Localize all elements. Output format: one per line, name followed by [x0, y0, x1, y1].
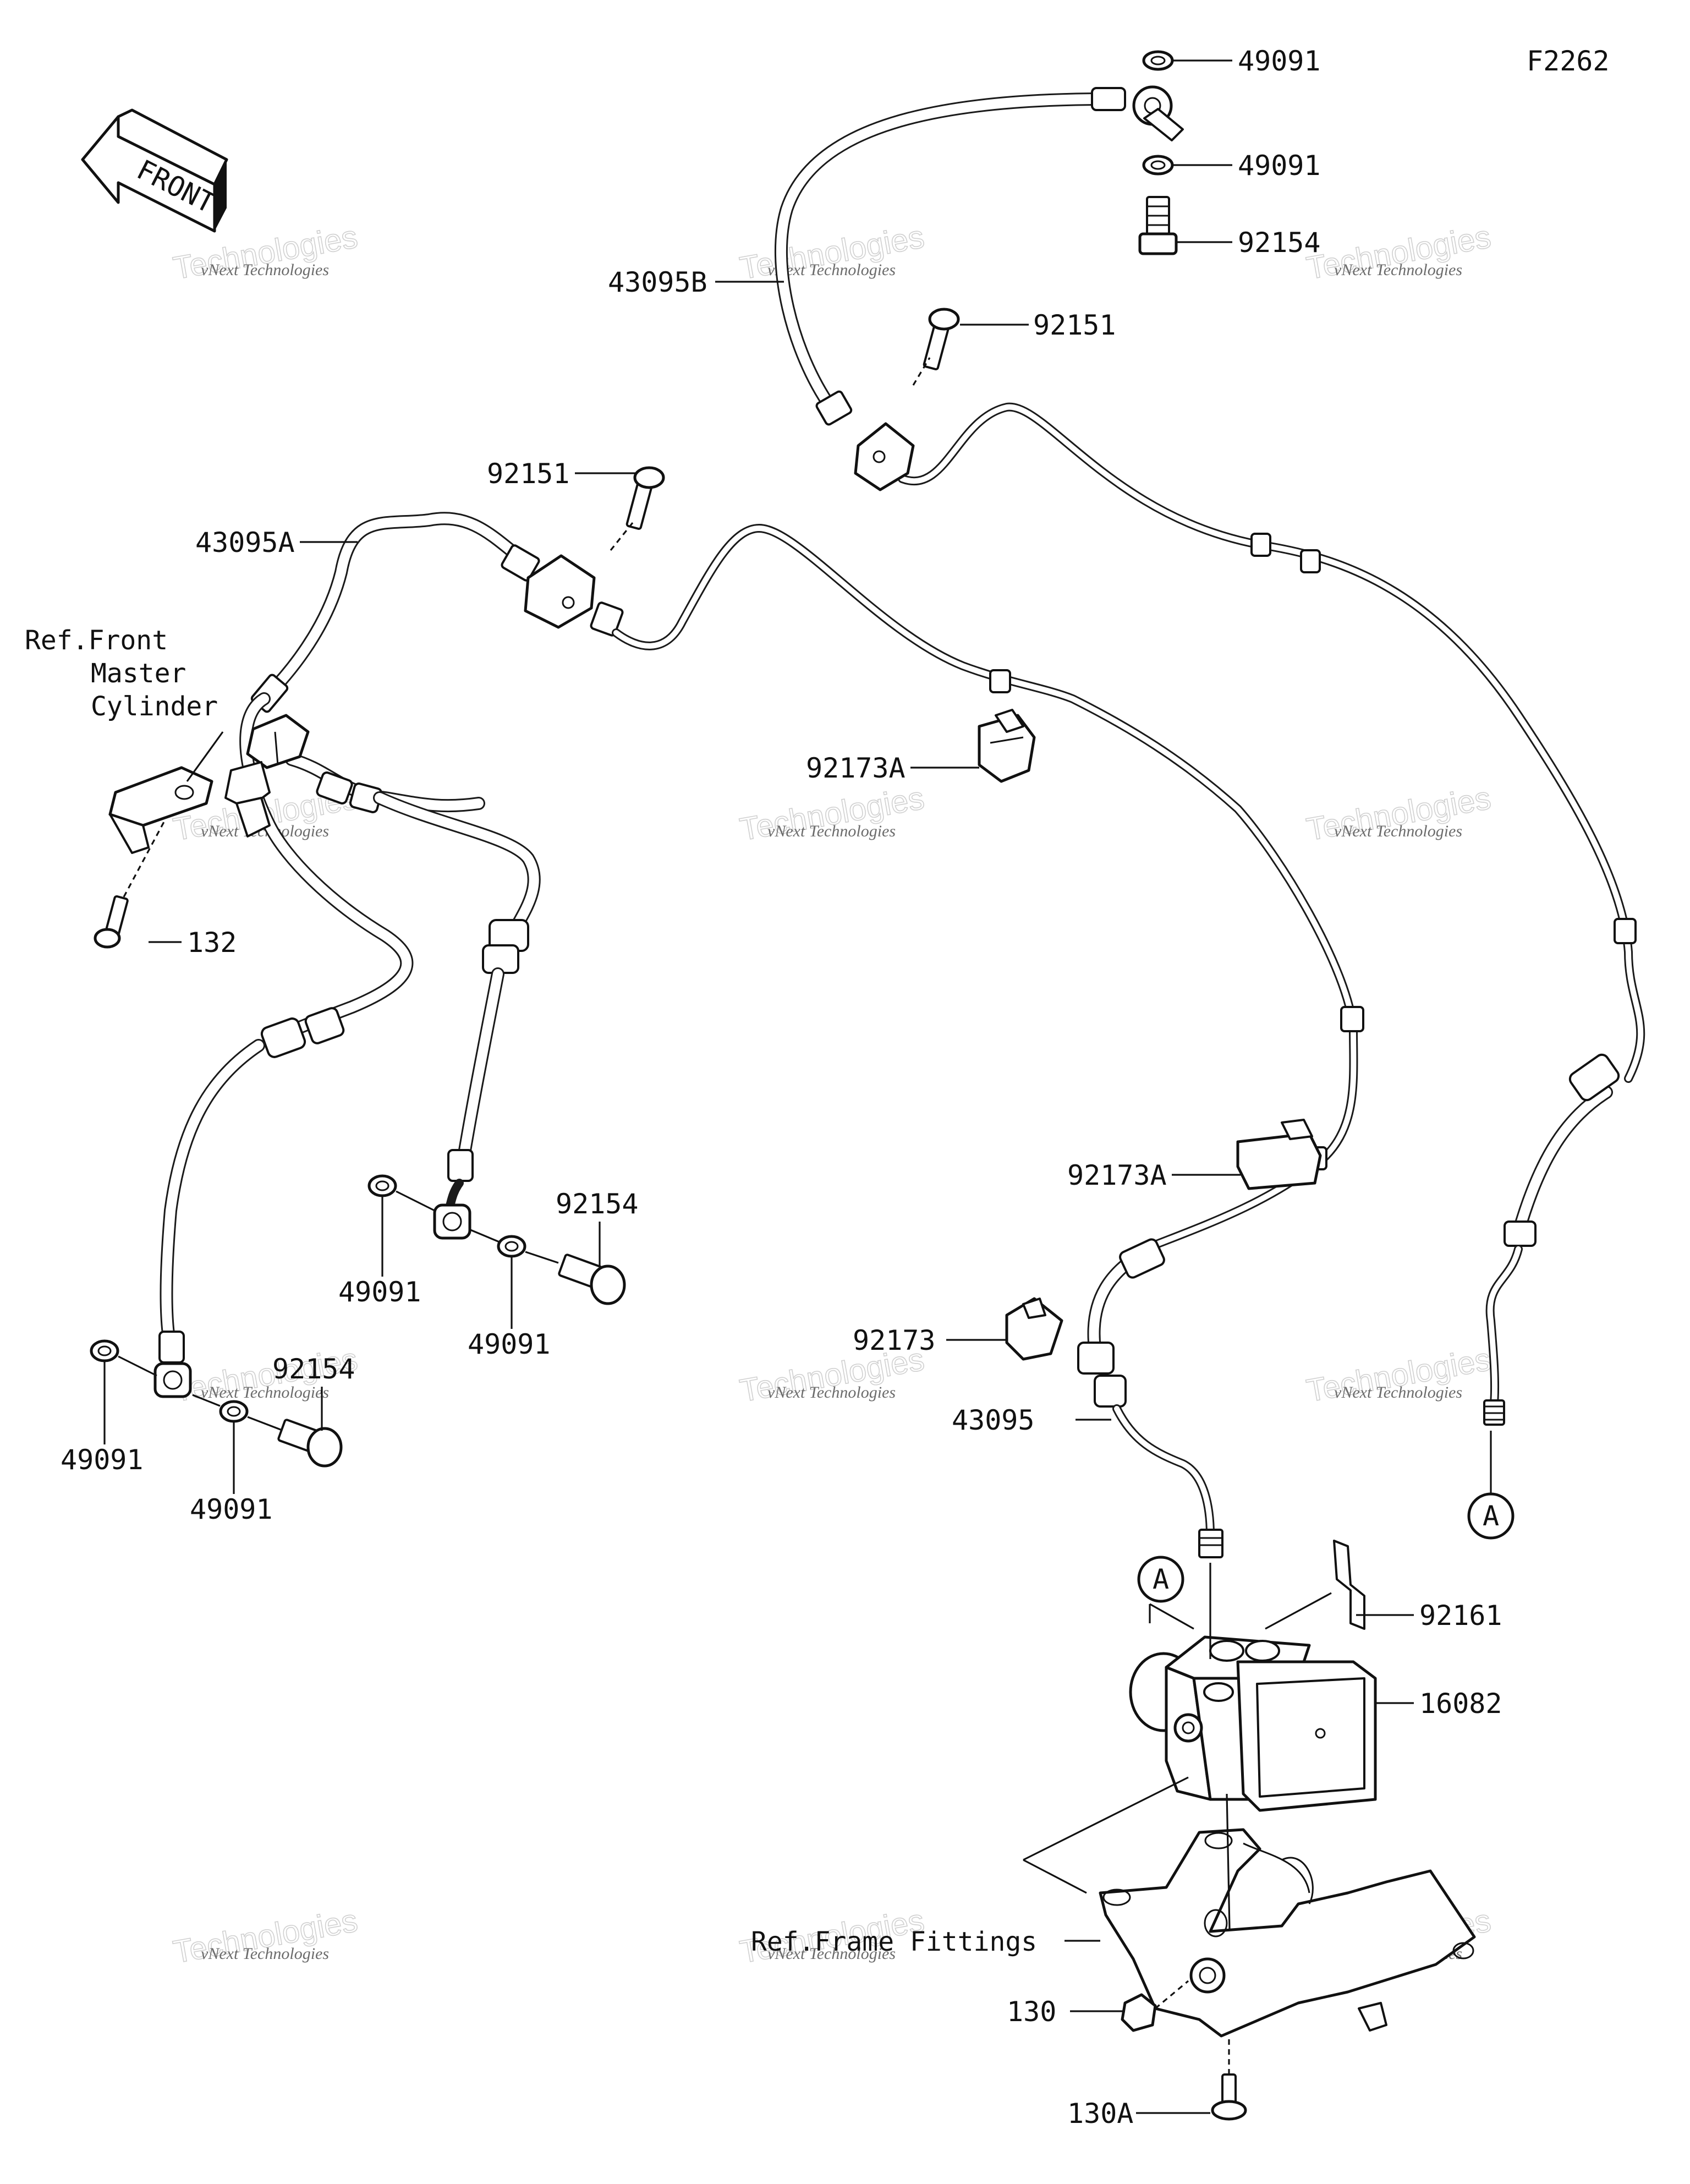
label-49091-left-1: 49091	[61, 1444, 144, 1476]
label-92154-mid: 92154	[556, 1188, 639, 1220]
label-132: 132	[187, 927, 237, 959]
label-43095: 43095	[952, 1404, 1035, 1436]
label-92151-top: 92151	[1033, 309, 1116, 341]
ref-master-line-1: Ref.Front	[25, 625, 168, 656]
abs-bracket	[1099, 1828, 1476, 2038]
hose-right-lower	[1483, 1053, 1620, 1426]
label-49091-mid-right: 49091	[468, 1328, 551, 1360]
middle-fasteners	[367, 1174, 626, 1305]
ref-master-line-3: Cylinder	[91, 691, 218, 722]
label-49091-top-1: 49091	[1238, 45, 1321, 77]
abs-unit-16082	[1129, 1635, 1377, 1812]
master-cylinder-junction	[224, 714, 310, 838]
plate-92161	[1333, 1540, 1365, 1630]
hose-43095b	[775, 85, 1184, 426]
clip-92173a-upper	[978, 709, 1036, 783]
label-16082: 16082	[1419, 1688, 1502, 1720]
master-cylinder-bracket	[108, 766, 213, 854]
callout-a-abs: A	[1137, 1556, 1184, 1603]
label-130a: 130A	[1067, 2098, 1133, 2130]
label-43095a: 43095A	[195, 527, 295, 559]
pipe-right-long	[898, 402, 1645, 1083]
label-49091-left-2: 49091	[190, 1493, 273, 1525]
callout-a-right-label: A	[1483, 1500, 1499, 1532]
screw-132	[94, 819, 166, 949]
label-92154-left: 92154	[272, 1353, 355, 1385]
svg-text:vNext Technologies: vNext Technologies	[767, 1945, 896, 1963]
left-fasteners	[90, 1339, 343, 1468]
svg-text:vNext Technologies: vNext Technologies	[767, 822, 896, 840]
bolt-92151-top	[912, 308, 960, 386]
diagram-code: F2262	[1527, 45, 1610, 77]
label-92161: 92161	[1419, 1600, 1502, 1632]
label-92173: 92173	[853, 1324, 936, 1356]
clip-92173a-lower	[1236, 1119, 1322, 1190]
ref-master-line-2: Master	[91, 658, 186, 689]
label-92173a-upper: 92173A	[806, 752, 906, 784]
clamp-a	[524, 554, 624, 637]
label-49091-mid-left: 49091	[338, 1276, 421, 1308]
clamp-b	[854, 422, 915, 491]
svg-text:vNext Technologies: vNext Technologies	[201, 1383, 329, 1402]
svg-text:vNext Technologies: vNext Technologies	[201, 261, 329, 279]
svg-text:vNext Technologies: vNext Technologies	[1334, 1383, 1462, 1402]
label-43095b: 43095B	[608, 266, 707, 298]
label-49091-top-2: 49091	[1238, 150, 1321, 182]
ref-front-master-cylinder: Ref.Front Master Cylinder	[25, 625, 218, 722]
part-labels: 49091 49091 92154 43095B 92151 92151 430…	[61, 45, 1502, 2130]
bolt-130a	[1211, 2036, 1247, 2121]
svg-text:vNext Technologies: vNext Technologies	[767, 1383, 896, 1402]
callout-a-right: A	[1467, 1492, 1515, 1540]
pipe-to-abs-long	[612, 524, 1364, 1254]
svg-text:vNext Technologies: vNext Technologies	[1334, 822, 1462, 840]
ref-frame-fittings: Ref.Frame Fittings	[751, 1926, 1037, 1957]
bolt-92151-left	[610, 466, 665, 551]
abs-guide-lines	[1023, 1563, 1332, 1929]
callout-a-abs-label: A	[1153, 1563, 1169, 1595]
front-arrow-icon: FRONT	[81, 108, 228, 233]
label-92154-top: 92154	[1238, 227, 1321, 259]
hose-middle	[285, 753, 541, 1240]
label-92151-left: 92151	[487, 458, 570, 490]
top-fasteners	[1138, 50, 1178, 255]
svg-text:vNext Technologies: vNext Technologies	[1334, 261, 1462, 279]
label-92173a-lower: 92173A	[1067, 1159, 1167, 1191]
svg-text:vNext Technologies: vNext Technologies	[201, 1945, 329, 1963]
leader-lines	[103, 59, 1492, 2114]
clip-92173	[1005, 1297, 1063, 1361]
bolt-130	[1121, 1980, 1189, 2032]
label-130: 130	[1007, 1996, 1056, 2028]
hose-43095	[1077, 1238, 1223, 1558]
